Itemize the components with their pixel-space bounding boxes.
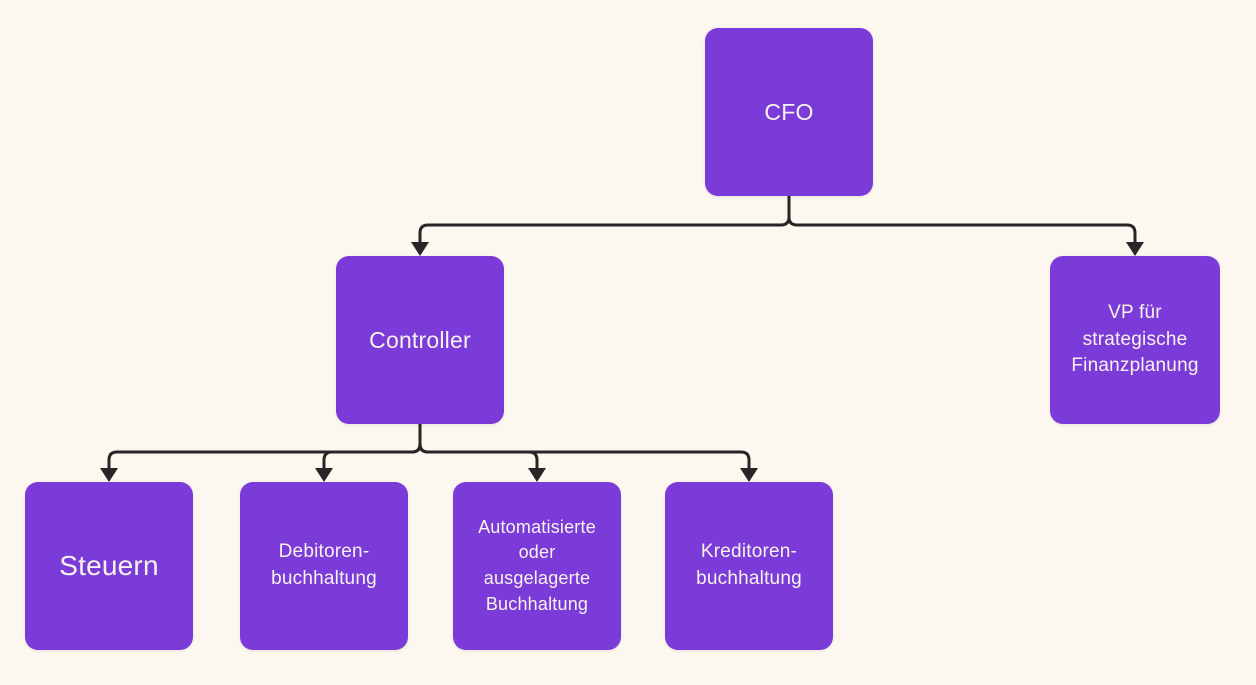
edge-controller-kreditoren [418,422,751,472]
node-automatisierte-buchhaltung[interactable]: Automatisierte oder ausgelagerte Buchhal… [453,482,621,650]
node-vp-label: VP für strategische Finanzplanung [1071,301,1199,377]
node-vp-strategische-finanzplanung[interactable]: VP für strategische Finanzplanung [1050,256,1220,424]
node-kreditoren-label: Kreditoren- buchhaltung [696,541,802,589]
edge-controller-debitoren [322,422,422,472]
node-debitoren-label: Debitoren- buchhaltung [271,541,377,589]
edge-cfo-controller [418,194,791,246]
node-auto-label: Automatisierte oder ausgelagerte Buchhal… [478,516,596,614]
arrowhead-kreditoren [740,468,758,482]
node-debitorenbuchhaltung[interactable]: Debitoren- buchhaltung [240,482,408,650]
node-controller[interactable]: Controller [336,256,504,424]
arrowhead-steuern [100,468,118,482]
edge-controller-auto [418,422,539,472]
arrowhead-vp [1126,242,1144,256]
arrowhead-auto [528,468,546,482]
node-steuern[interactable]: Steuern [25,482,193,650]
arrowhead-controller [411,242,429,256]
node-kreditorenbuchhaltung[interactable]: Kreditoren- buchhaltung [665,482,833,650]
edge-controller-steuern [107,422,422,472]
node-steuern-label: Steuern [59,550,159,582]
arrowhead-debitoren [315,468,333,482]
node-controller-label: Controller [369,326,471,353]
node-cfo-label: CFO [764,98,814,125]
node-cfo[interactable]: CFO [705,28,873,196]
edge-cfo-vp [787,194,1137,246]
